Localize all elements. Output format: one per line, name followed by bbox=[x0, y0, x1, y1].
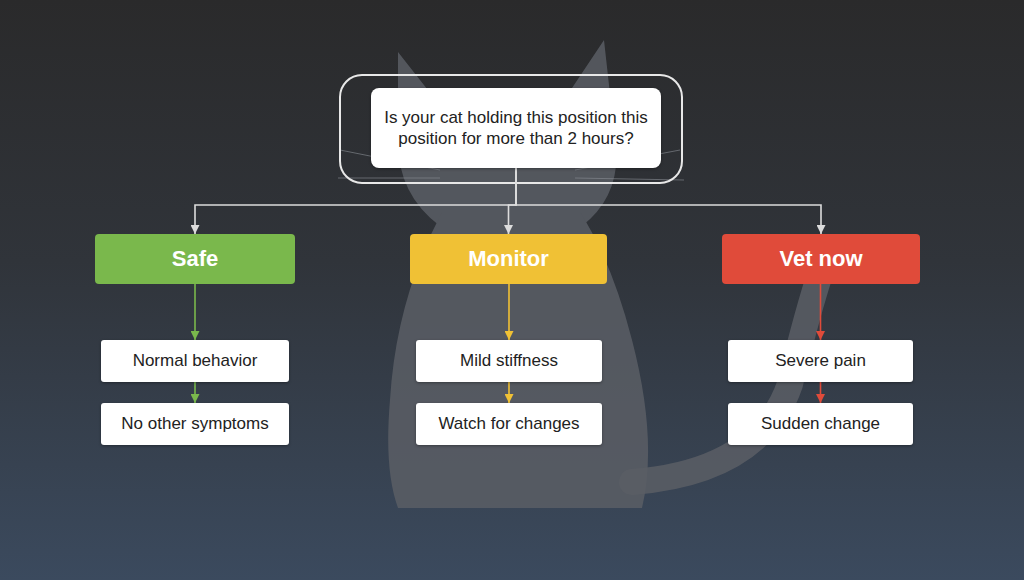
connector-arrow bbox=[508, 382, 510, 403]
outcome-box: Sudden change bbox=[728, 403, 913, 445]
connector-arrow bbox=[194, 382, 196, 403]
box-label: Severe pain bbox=[775, 350, 866, 371]
connector-arrow bbox=[820, 284, 822, 340]
outcome-box: Severe pain bbox=[728, 340, 913, 382]
question-text: Is your cat holding this position this p… bbox=[383, 107, 649, 150]
connector-arrow bbox=[820, 382, 822, 403]
box-label: Normal behavior bbox=[133, 350, 258, 371]
outcome-box: No other symptoms bbox=[101, 403, 289, 445]
box-label: Vet now bbox=[779, 245, 862, 273]
box-label: Watch for changes bbox=[438, 413, 579, 434]
connector-arrow bbox=[509, 168, 517, 234]
safe-box: Safe bbox=[95, 234, 295, 284]
outcome-box: Normal behavior bbox=[101, 340, 289, 382]
box-label: Safe bbox=[172, 245, 218, 273]
connector-arrow bbox=[194, 284, 196, 340]
outcome-box: Mild stiffness bbox=[416, 340, 602, 382]
connector-arrow bbox=[195, 168, 516, 234]
vet-now-box: Vet now bbox=[722, 234, 920, 284]
outcome-box: Watch for changes bbox=[416, 403, 602, 445]
box-label: Monitor bbox=[468, 245, 549, 273]
box-label: Sudden change bbox=[761, 413, 880, 434]
box-label: No other symptoms bbox=[121, 413, 268, 434]
connector-arrow bbox=[508, 284, 510, 340]
connector-arrow bbox=[516, 168, 821, 234]
box-label: Mild stiffness bbox=[460, 350, 558, 371]
question-box: Is your cat holding this position this p… bbox=[371, 88, 661, 168]
monitor-box: Monitor bbox=[410, 234, 607, 284]
question-outline bbox=[340, 75, 682, 183]
